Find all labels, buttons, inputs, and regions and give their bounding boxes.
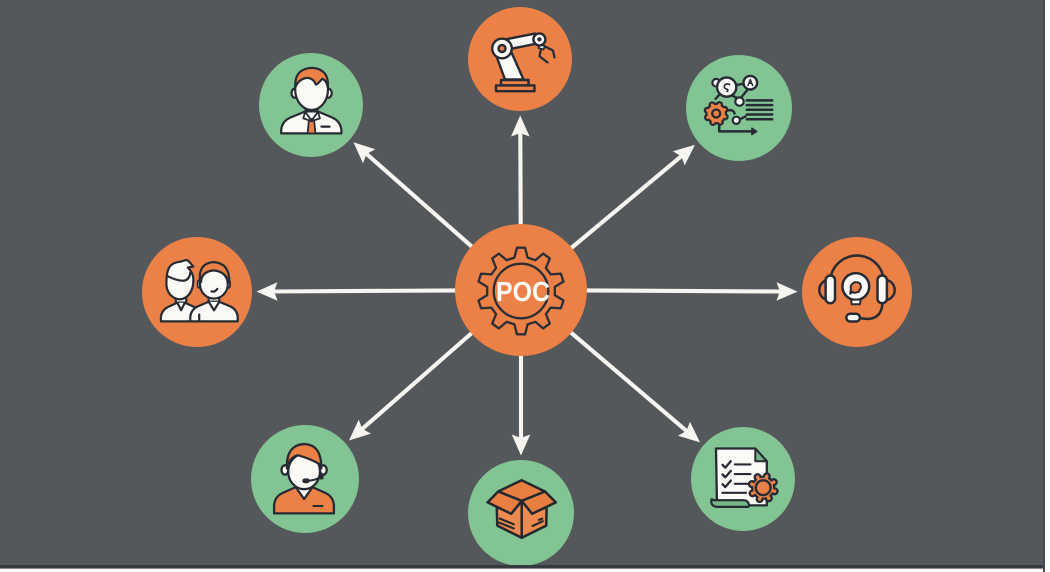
svg-text:POC: POC <box>496 276 550 307</box>
